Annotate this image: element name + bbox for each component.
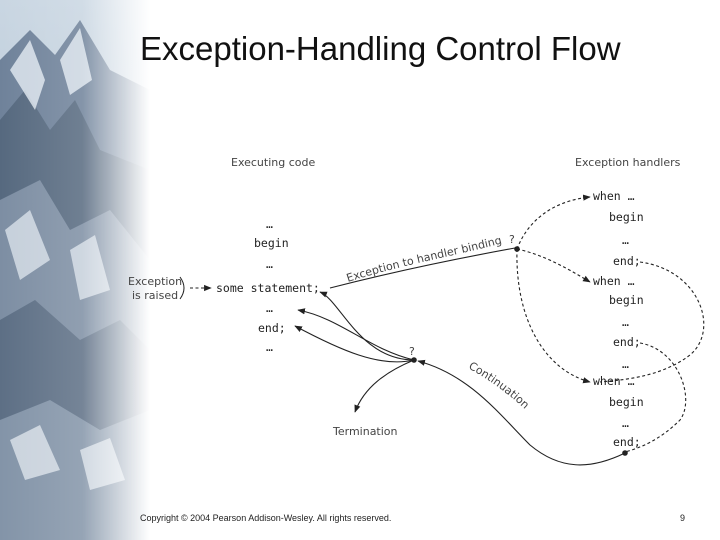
to-handler-3-arrow (516, 248, 591, 384)
code-line-raising-statement: some statement; (216, 281, 320, 295)
exception-raised-label: is raised (132, 289, 178, 302)
handler-1-end-curve (599, 261, 705, 383)
binding-label: Exception to handler binding (345, 234, 503, 285)
footer-copyright: Copyright © 2004 Pearson Addison-Wesley.… (140, 513, 392, 523)
to-handler-2-arrow (516, 248, 591, 283)
binding-curve (329, 247, 516, 289)
mountain-photo-strip (0, 0, 150, 540)
exception-raised-label: Exception (128, 275, 182, 288)
handler-2-end-curve (624, 342, 687, 453)
handler-begin: begin (609, 210, 644, 224)
to-handler-1-arrow (516, 194, 591, 250)
code-line: … (266, 217, 273, 231)
continuation-label-text: Continuation (467, 359, 532, 411)
between-handlers-ellipsis: … (622, 357, 629, 371)
slide-title: Exception-Handling Control Flow (140, 30, 621, 67)
raised-brace (179, 276, 185, 300)
continuation-label: Continuation (467, 359, 532, 411)
handler-end: end; (613, 335, 641, 349)
handler-when: when … (593, 374, 635, 388)
code-line: end; (258, 321, 286, 335)
exception-handlers-title: Exception handlers (575, 156, 681, 169)
resume-at-end-arrow (294, 325, 415, 363)
resume-after-statement-arrow (297, 308, 415, 361)
binding-question-mark: ? (509, 233, 515, 246)
handler-end: end; (613, 435, 641, 449)
handler-end: end; (613, 254, 641, 268)
code-line: … (266, 340, 273, 354)
retry-statement-arrow (319, 291, 415, 361)
continuation-arrow (417, 359, 626, 466)
code-line: … (266, 257, 273, 271)
termination-label: Termination (332, 425, 398, 438)
code-line: begin (254, 236, 289, 250)
handler-when: when … (593, 189, 635, 203)
handler-begin: begin (609, 293, 644, 307)
handler-line: … (622, 315, 629, 329)
code-line: … (266, 301, 273, 315)
page-number: 9 (680, 513, 686, 523)
binding-label-text: Exception to handler binding (345, 234, 503, 285)
handler-when: when … (593, 274, 635, 288)
termination-arrow (354, 359, 415, 413)
handler-line: … (622, 416, 629, 430)
handler-begin: begin (609, 395, 644, 409)
handler-line: … (622, 233, 629, 247)
executing-code-title: Executing code (231, 156, 315, 169)
continuation-question-mark: ? (409, 345, 415, 358)
